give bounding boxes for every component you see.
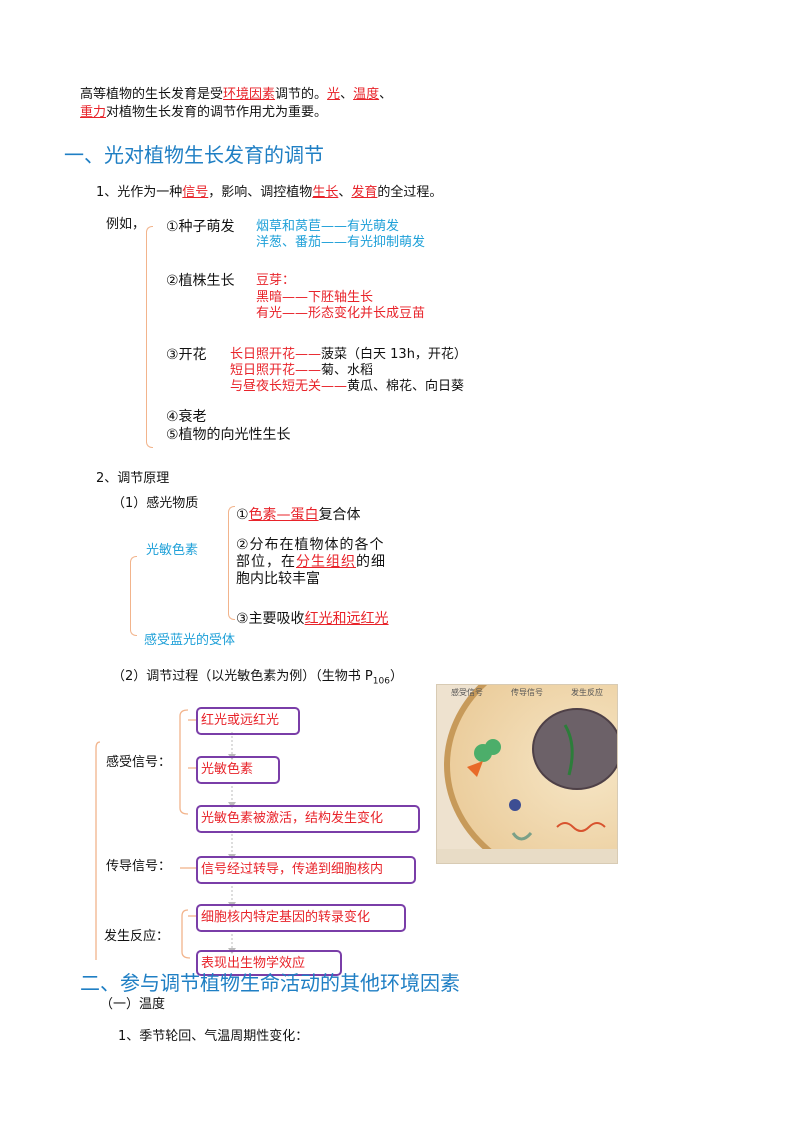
flow-box-4 (196, 856, 416, 884)
cell-figure: 感受信号 传导信号 发生反应 (436, 684, 618, 864)
section1-title: 一、光对植物生长发育的调节 (64, 143, 324, 167)
growth-line-3: 有光——形态变化并长成豆苗 (256, 306, 426, 321)
flow-box-1 (196, 707, 300, 735)
flower-line-2: 短日照开花——菊、水稻 (230, 363, 374, 378)
growth-line-2: 黑暗——下胚轴生长 (256, 290, 374, 305)
section2-point1: 1、季节轮回、气温周期性变化： (118, 1029, 309, 1044)
pc-item-1: ①色素—蛋白复合体 (236, 507, 361, 523)
pc-brace (228, 506, 235, 620)
pc-item-2-line-3: 胞内比较丰富 (236, 571, 320, 587)
sub1: （1）感光物质 (112, 496, 199, 511)
section2-title: 二、参与调节植物生命活动的其他环境因素 (80, 971, 460, 995)
example-flower: ③开花 (166, 347, 207, 363)
flower-line-1: 长日照开花——菠菜（白天 13h，开花） (230, 347, 467, 362)
flow-box-3 (196, 805, 420, 833)
pc-item-3: ③主要吸收红光和远红光 (236, 611, 389, 627)
seed-line-1: 烟草和莴苣——有光萌发 (256, 219, 400, 234)
example-aging: ④衰老 (166, 409, 207, 425)
flow-box-2 (196, 756, 280, 784)
receptor-brace (130, 556, 137, 636)
cell-illustration (437, 685, 617, 863)
flow-respond-label: 发生反应： (104, 929, 170, 944)
phytochrome-label: 光敏色素 (146, 543, 199, 558)
section2-sub1: （一）温度 (100, 997, 166, 1012)
pc-item-2-line-1: ②分布在植物体的各个 (236, 537, 385, 553)
flow-box-6-text: 表现出生物学效应 (201, 956, 306, 971)
flow-box-6 (196, 950, 342, 976)
example-seed: ①种子萌发 (166, 219, 235, 235)
pc-item-2-line-2: 部位，在分生组织的细 (236, 554, 386, 570)
growth-line-1: 豆芽： (256, 273, 296, 288)
example-label: 例如， (106, 217, 146, 232)
figure-header-3: 发生反应 (571, 688, 603, 697)
flow-box-4-text: 信号经过转导，传递到细胞核内 (201, 862, 384, 877)
flow-box-2-text: 光敏色素 (201, 762, 254, 777)
intro-line-2: 重力对植物生长发育的调节作用尤为重要。 (80, 105, 328, 120)
point1: 1、光作为一种信号，影响、调控植物生长、发育的全过程。 (96, 185, 443, 200)
example-phototropism: ⑤植物的向光性生长 (166, 427, 291, 443)
sub2: （2）调节过程（以光敏色素为例）（生物书 P106） (112, 669, 403, 687)
intro-line-1: 高等植物的生长发育是受环境因素调节的。光、温度、 (80, 87, 393, 102)
figure-header-1: 感受信号 (451, 688, 483, 697)
flower-line-3: 与昼夜长短无关——黄瓜、棉花、向日葵 (230, 379, 465, 394)
flow-box-1-text: 红光或远红光 (201, 713, 280, 728)
flow-box-5-text: 细胞核内特定基因的转录变化 (201, 910, 371, 925)
flow-box-5 (196, 904, 406, 932)
blue-receptor-label: 感受蓝光的受体 (144, 633, 236, 648)
example-brace (146, 226, 153, 448)
flow-box-3-text: 光敏色素被激活，结构发生变化 (201, 811, 384, 826)
seed-line-2: 洋葱、番茄——有光抑制萌发 (256, 235, 426, 250)
figure-header-2: 传导信号 (511, 688, 543, 697)
point2: 2、调节原理 (96, 471, 170, 486)
flow-transmit-label: 传导信号： (106, 859, 172, 874)
flow-perceive-label: 感受信号： (106, 755, 172, 770)
example-growth: ②植株生长 (166, 273, 235, 289)
